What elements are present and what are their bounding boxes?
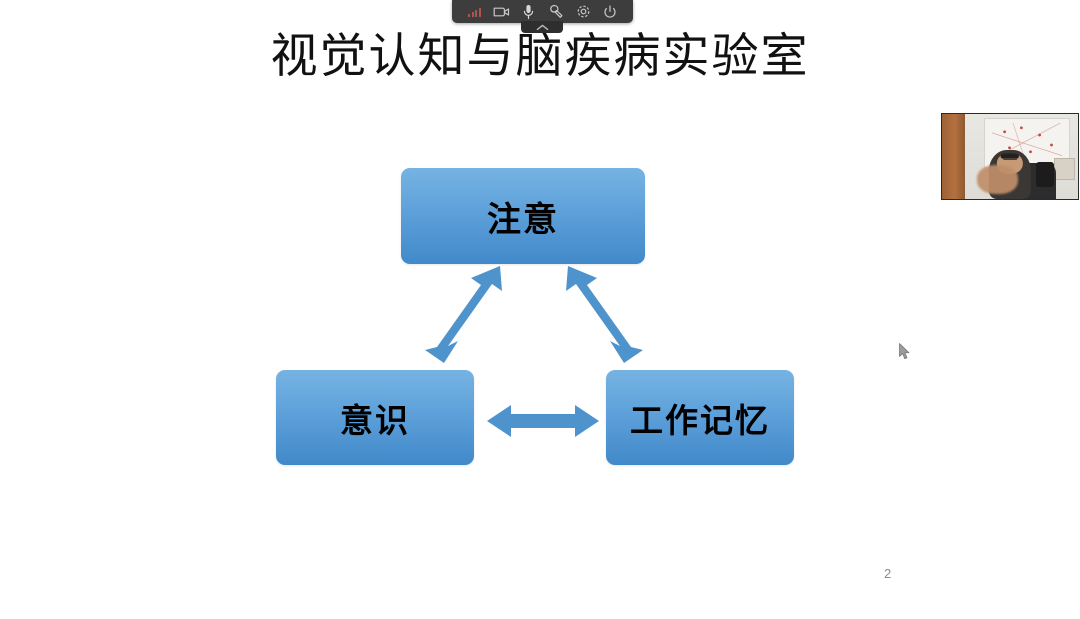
diagram-node-working-memory[interactable]: 工作记忆 [606,370,794,465]
chevron-up-icon [536,24,548,30]
mouse-pointer-icon [899,343,910,360]
slide-page-number: 2 [884,566,892,581]
arrow-attention-awareness [425,266,502,363]
diagram-node-awareness[interactable]: 意识 [276,370,474,465]
diagram-node-label: 工作记忆 [630,400,770,440]
meeting-floating-toolbar[interactable] [452,0,633,23]
webcam-video-tile[interactable] [941,113,1079,200]
page-title: 视觉认知与脑疾病实验室 [270,29,810,84]
pip-presenter-hair [1000,153,1020,159]
diagram-node-attention[interactable]: 注意 [401,168,645,264]
arrow-attention-working-memory [566,266,643,363]
diagram-node-label: 注意 [487,199,559,240]
microphone-icon[interactable] [520,4,538,20]
pip-presenter-hand [977,165,1019,194]
annotation-tool-icon[interactable] [547,4,565,20]
signal-strength-icon[interactable] [466,4,484,20]
gear-icon[interactable] [574,4,592,20]
toolbar-collapse-tab[interactable] [521,21,563,33]
pip-phone [1035,161,1054,188]
signal-bars [468,7,481,17]
pip-presenter-glasses [1003,157,1017,160]
diagram-node-label: 意识 [340,400,410,440]
arrow-awareness-working-memory [487,405,599,437]
pip-door [942,114,966,199]
power-icon[interactable] [601,4,619,20]
pip-cabinet [1053,158,1076,181]
video-camera-icon[interactable] [493,4,511,20]
